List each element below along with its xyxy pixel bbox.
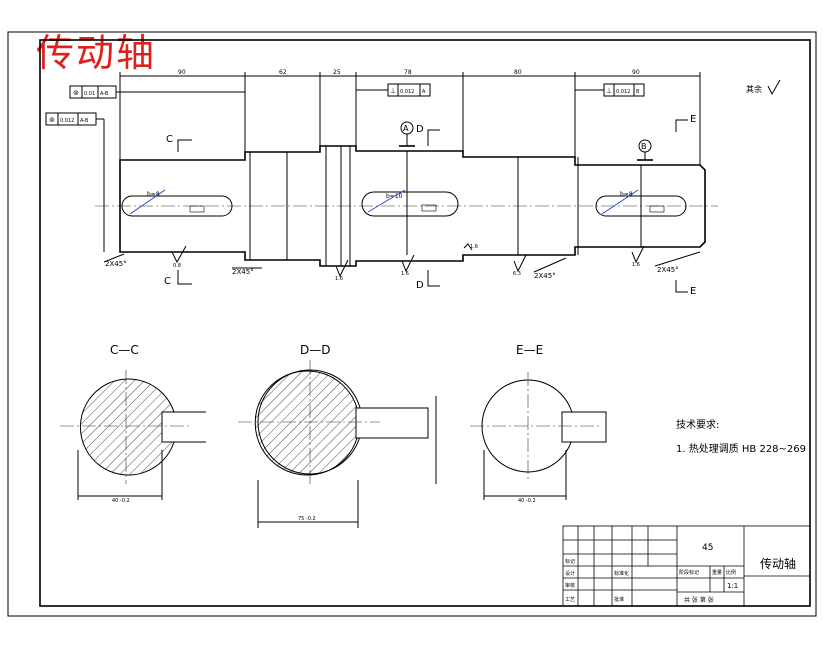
roughness-symbol: 1.6 <box>401 254 415 277</box>
inner-border <box>39 39 811 607</box>
keyway-label: b=8 <box>620 191 633 198</box>
section-title: D—D <box>300 343 330 357</box>
svg-text:A-B: A-B <box>100 91 109 97</box>
section-width-dim: 75 -0.2 <box>298 516 316 522</box>
mid-label: 批准 <box>614 596 624 603</box>
row-label: 工艺 <box>565 597 575 603</box>
part-name-cell: 传动轴 <box>760 556 796 571</box>
row-label: 审核 <box>565 582 575 589</box>
section-e-e: E—E 40 -0.2 <box>470 343 607 504</box>
svg-text:⊚: ⊚ <box>49 116 55 124</box>
rest-roughness-note: 其余 <box>746 79 781 96</box>
segment-length: 90 <box>178 69 186 76</box>
svg-text:E: E <box>690 286 696 297</box>
svg-text:A: A <box>422 89 426 95</box>
svg-text:6.3: 6.3 <box>513 271 521 277</box>
svg-text:⊥: ⊥ <box>390 87 396 95</box>
scale-value: 1:1 <box>727 582 738 590</box>
segment-length: 62 <box>279 69 287 76</box>
tolerance-frame-2: ⊚ 0.012 A-B <box>45 112 105 160</box>
keyway-mid <box>361 191 459 217</box>
section-width-dim: 40 -0.2 <box>518 498 536 504</box>
svg-text:D: D <box>416 280 424 291</box>
tech-item-1: 1. 热处理调质 HB 228~269 <box>676 442 806 455</box>
outer-border <box>7 31 817 617</box>
sheets-label: 共 张 第 张 <box>684 596 714 604</box>
svg-text:0.01: 0.01 <box>84 91 95 97</box>
roughness-symbol: 1.6 <box>463 243 478 251</box>
row-label: 标记 <box>565 558 575 565</box>
svg-text:B: B <box>636 89 640 95</box>
svg-text:D: D <box>416 124 424 135</box>
tolerance-frame-1: ⊚ 0.01 A-B <box>69 85 245 99</box>
section-mark-d: D D <box>416 124 440 291</box>
shaft-outline <box>119 145 706 267</box>
segment-length: 25 <box>333 69 341 76</box>
svg-text:C: C <box>166 134 173 145</box>
svg-text:1.6: 1.6 <box>470 244 478 250</box>
keyway-label: b=8 <box>147 191 160 198</box>
roughness-symbol: 6.3 <box>513 254 527 277</box>
section-d-d: D—D 75 -0.2 <box>238 343 437 528</box>
roughness-symbol: 1.6 <box>335 259 349 282</box>
svg-text:A-B: A-B <box>80 118 89 124</box>
svg-text:0.012: 0.012 <box>60 118 74 124</box>
svg-text:E: E <box>690 114 696 125</box>
chamfer-note: 2X45° <box>657 266 679 274</box>
weight-label: 重量 <box>712 569 722 576</box>
section-title: E—E <box>516 343 543 357</box>
scale-label: 比例 <box>726 569 736 576</box>
datum-a-marker: A <box>399 121 415 147</box>
section-width-dim: 40 -0.2 <box>112 498 130 504</box>
svg-text:其余: 其余 <box>746 84 762 94</box>
svg-text:0.012: 0.012 <box>400 89 414 95</box>
svg-text:1.6: 1.6 <box>632 262 640 268</box>
title-block: 45 传动轴 比例 重量 1:1 阶段标记 共 张 第 张 标记 设计 审核 工… <box>562 525 811 607</box>
tolerance-frame-4: ⊥ 0.012 B <box>575 83 645 97</box>
material-cell: 45 <box>702 543 713 553</box>
svg-text:1.6: 1.6 <box>401 271 409 277</box>
roughness-symbol: 1.6 <box>631 245 645 268</box>
chamfer-note: 2X45° <box>232 268 254 276</box>
row-label: 设计 <box>565 570 575 577</box>
keyway-left <box>121 195 233 217</box>
svg-text:0.8: 0.8 <box>173 263 181 269</box>
tolerance-frame-3: ⊥ 0.012 A <box>356 83 431 97</box>
segment-length: 78 <box>404 69 412 76</box>
chamfer-note: 2X45° <box>105 260 127 268</box>
svg-text:⊥: ⊥ <box>606 87 612 95</box>
section-mark-e: E E <box>675 114 696 297</box>
chamfer-note: 2X45° <box>534 272 556 280</box>
svg-text:0.012: 0.012 <box>616 89 630 95</box>
datum-b-marker: B <box>637 139 653 161</box>
svg-text:1.6: 1.6 <box>335 276 343 282</box>
roughness-symbol: 0.8 <box>171 245 187 269</box>
section-c-c: C—C 40 -0.2 <box>60 343 206 504</box>
svg-text:B: B <box>641 142 647 151</box>
svg-text:C: C <box>164 276 171 287</box>
segment-length: 90 <box>632 69 640 76</box>
mid-label: 标准化 <box>614 570 629 577</box>
section-title: C—C <box>110 343 139 357</box>
main-view: b=8 b=10 b=8 90 62 25 78 80 90 <box>45 69 781 297</box>
svg-text:⊚: ⊚ <box>73 89 79 97</box>
segment-length: 80 <box>514 69 522 76</box>
tech-heading: 技术要求: <box>676 418 719 431</box>
svg-text:A: A <box>403 124 409 133</box>
section-mark-c: C C <box>164 134 192 287</box>
stage-label: 阶段标记 <box>679 569 699 576</box>
